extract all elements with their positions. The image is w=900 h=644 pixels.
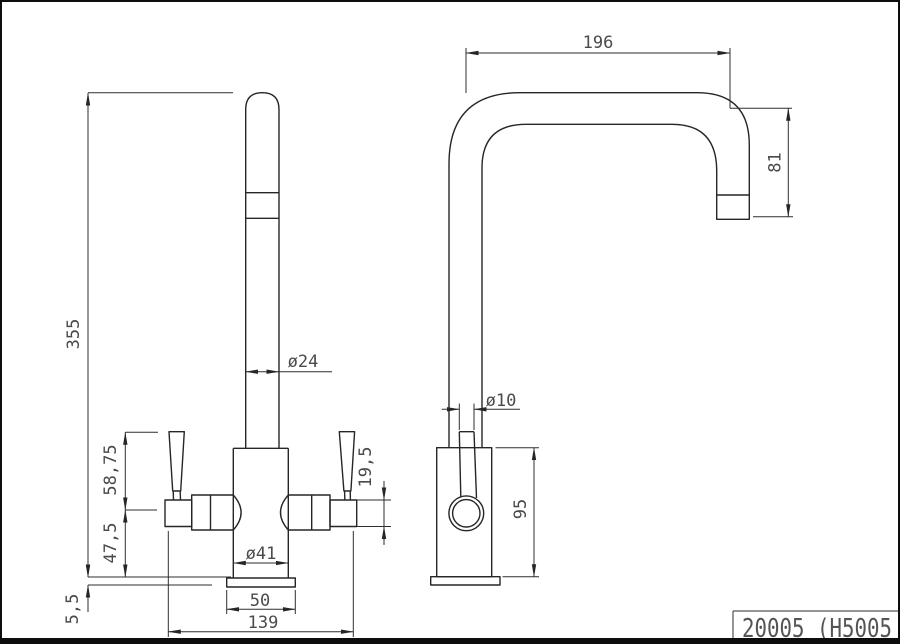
title-block-border xyxy=(732,610,899,640)
dim-58-75-label: 58,75 xyxy=(101,444,121,495)
front-right-hub-knob xyxy=(329,499,358,528)
dim-50-label: 50 xyxy=(250,591,270,611)
front-left-hub-band xyxy=(190,494,234,531)
side-spout xyxy=(448,92,750,448)
front-view: 355 5,5 58,75 47,5 ø24 ø41 19,5 50 xyxy=(63,92,391,637)
front-base-flange xyxy=(225,577,296,588)
front-right-hub-band xyxy=(287,494,331,531)
side-lever-ring-inner xyxy=(451,498,481,528)
front-left-hub-knob xyxy=(164,499,193,528)
dim-196-label: 196 xyxy=(583,33,614,53)
dim-95-label: 95 xyxy=(511,499,531,519)
dim-196-extension-right xyxy=(729,48,792,109)
dim-81-label: 81 xyxy=(766,152,786,172)
dim-o10-label: ø10 xyxy=(486,391,517,411)
dim-355-label: 355 xyxy=(64,319,84,350)
front-right-hub-cap-arc xyxy=(279,494,289,531)
front-left-hub-cap-arc xyxy=(232,494,242,531)
sheet-border-bottom-bar xyxy=(0,638,900,644)
side-lever-ring-outer xyxy=(448,495,485,532)
front-right-lever xyxy=(338,431,356,501)
side-lever xyxy=(458,431,478,499)
side-view: 196 81 ø10 95 xyxy=(430,33,793,586)
front-left-lever xyxy=(168,431,185,501)
side-base-flange xyxy=(430,576,501,586)
front-spout-tube xyxy=(245,92,280,449)
dim-19-5-label: 19,5 xyxy=(356,447,376,488)
dim-5-5-label: 5,5 xyxy=(63,594,83,625)
dim-o41-label: ø41 xyxy=(246,544,277,564)
dim-47-5-label: 47,5 xyxy=(101,523,121,564)
dim-139-label: 139 xyxy=(248,613,279,633)
dim-o24-label: ø24 xyxy=(288,352,319,372)
